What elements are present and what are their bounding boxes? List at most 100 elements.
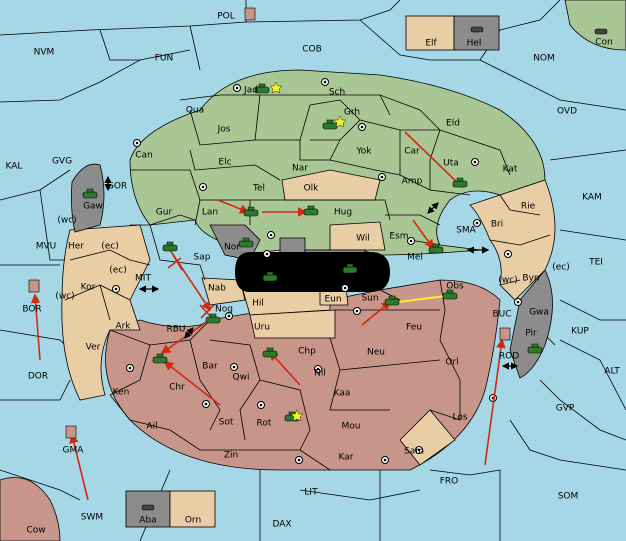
label-ver[interactable]: Ver — [86, 343, 101, 353]
label-nar[interactable]: Nar — [292, 164, 308, 174]
label-car[interactable]: Car — [404, 147, 420, 157]
label-web[interactable]: Web — [285, 274, 305, 284]
label-buc[interactable]: BUC — [492, 310, 511, 320]
label-sch[interactable]: Sch — [329, 88, 345, 98]
label-gur[interactable]: Gur — [156, 208, 173, 218]
label-uta[interactable]: Uta — [443, 159, 459, 169]
label-eld[interactable]: Eld — [446, 119, 460, 129]
label-wil[interactable]: Wil — [356, 234, 370, 244]
label-nog[interactable]: Nog — [215, 305, 233, 315]
label-nab[interactable]: Nab — [208, 284, 226, 294]
label-cob[interactable]: COB — [302, 45, 322, 55]
label-gwa[interactable]: Gwa — [529, 308, 549, 318]
label-kam[interactable]: KAM — [582, 193, 602, 203]
label-qwi[interactable]: Qwi — [233, 373, 250, 383]
label-gor[interactable]: GOR — [107, 182, 127, 192]
label-lit[interactable]: LIT — [304, 488, 318, 498]
label-bar[interactable]: Bar — [202, 362, 218, 372]
label-con[interactable]: Con — [595, 38, 613, 48]
units[interactable] — [28, 7, 608, 511]
label-kup[interactable]: KUP — [571, 327, 589, 337]
label-obs[interactable]: Obs — [446, 282, 464, 292]
label-rbu[interactable]: RBU — [166, 325, 185, 335]
label-neu[interactable]: Neu — [367, 348, 385, 358]
label-rod[interactable]: ROD — [499, 352, 519, 362]
label-bri[interactable]: Bri — [491, 220, 503, 230]
label-elf[interactable]: Elf — [425, 39, 437, 49]
label-olk[interactable]: Olk — [304, 184, 320, 194]
label-gaw[interactable]: Gaw — [83, 202, 103, 212]
label-dax[interactable]: DAX — [272, 520, 291, 530]
label-kaa[interactable]: Kaa — [334, 389, 351, 399]
label-sam[interactable]: Sam — [404, 447, 424, 457]
label-fun[interactable]: FUN — [155, 54, 174, 64]
label-nil[interactable]: Nil — [314, 369, 326, 379]
label-yok[interactable]: Yok — [355, 147, 372, 157]
label-nor[interactable]: Nor — [224, 243, 240, 253]
label-sun[interactable]: Sun — [361, 294, 378, 304]
label-aba[interactable]: Aba — [139, 516, 156, 526]
label-sot[interactable]: Sot — [219, 418, 234, 428]
label-grh[interactable]: Grh — [344, 108, 360, 118]
label-ec1[interactable]: (ec) — [101, 242, 119, 252]
label-esm[interactable]: Esm — [389, 232, 408, 242]
label-bor[interactable]: BOR — [22, 305, 41, 315]
label-wc1[interactable]: (wc) — [57, 216, 76, 226]
label-kar[interactable]: Kar — [339, 453, 354, 463]
label-amp[interactable]: Amp — [402, 177, 423, 187]
label-eun[interactable]: Eun — [324, 295, 341, 305]
label-her[interactable]: Her — [68, 242, 84, 252]
label-mvu[interactable]: MVU — [36, 242, 57, 252]
label-uru[interactable]: Uru — [254, 323, 270, 333]
label-feu[interactable]: Feu — [406, 323, 422, 333]
label-hil[interactable]: Hil — [252, 299, 264, 309]
label-fro[interactable]: FRO — [440, 477, 459, 487]
label-orl[interactable]: Orl — [445, 358, 458, 368]
label-ec2[interactable]: (ec) — [109, 266, 127, 276]
label-alt[interactable]: ALT — [604, 367, 620, 377]
label-wc2[interactable]: (wc) — [55, 292, 74, 302]
label-mel[interactable]: Mel — [407, 253, 423, 263]
label-hug[interactable]: Hug — [334, 208, 352, 218]
label-elc[interactable]: Elc — [218, 158, 231, 168]
label-wc3[interactable]: (wc) — [498, 276, 517, 286]
label-pir[interactable]: Pir — [525, 329, 537, 339]
label-rie[interactable]: Rie — [521, 202, 536, 212]
label-rot[interactable]: Rot — [257, 419, 272, 429]
label-mou[interactable]: Mou — [342, 422, 361, 432]
label-tel[interactable]: Tel — [252, 184, 265, 194]
label-jos[interactable]: Jos — [217, 125, 231, 135]
label-ec3[interactable]: (ec) — [552, 263, 570, 273]
label-tei[interactable]: TEI — [588, 258, 603, 268]
label-ken[interactable]: Ken — [113, 388, 130, 398]
label-hel[interactable]: Hel — [467, 39, 482, 49]
label-gvp[interactable]: GVP — [556, 404, 575, 414]
label-gma[interactable]: GMA — [63, 446, 85, 456]
label-som[interactable]: SOM — [558, 492, 579, 502]
label-kal[interactable]: KAL — [6, 162, 23, 172]
label-orn[interactable]: Orn — [185, 516, 201, 526]
label-nom[interactable]: NOM — [533, 54, 555, 64]
label-nvm[interactable]: NVM — [34, 48, 55, 58]
label-los[interactable]: Los — [452, 413, 467, 423]
label-can[interactable]: Can — [135, 151, 153, 161]
label-swm[interactable]: SWM — [81, 513, 103, 523]
label-dor[interactable]: DOR — [28, 372, 48, 382]
label-ark[interactable]: Ark — [115, 322, 131, 332]
label-chr[interactable]: Chr — [169, 383, 185, 393]
label-sap[interactable]: Sap — [194, 253, 211, 263]
label-skr[interactable]: Skr — [286, 253, 301, 263]
label-pol[interactable]: POL — [217, 12, 235, 22]
label-chp[interactable]: Chp — [298, 347, 316, 357]
label-jad[interactable]: Jad — [243, 86, 258, 96]
label-sma[interactable]: SMA — [456, 226, 476, 236]
label-lan[interactable]: Lan — [202, 208, 218, 218]
label-kor[interactable]: Kor — [81, 283, 96, 293]
label-ost[interactable]: Ost — [314, 257, 330, 267]
label-cow[interactable]: Cow — [26, 526, 45, 536]
label-ovd[interactable]: OVD — [557, 107, 577, 117]
label-qua[interactable]: Qua — [186, 106, 204, 116]
label-byn[interactable]: Byn — [522, 274, 539, 284]
